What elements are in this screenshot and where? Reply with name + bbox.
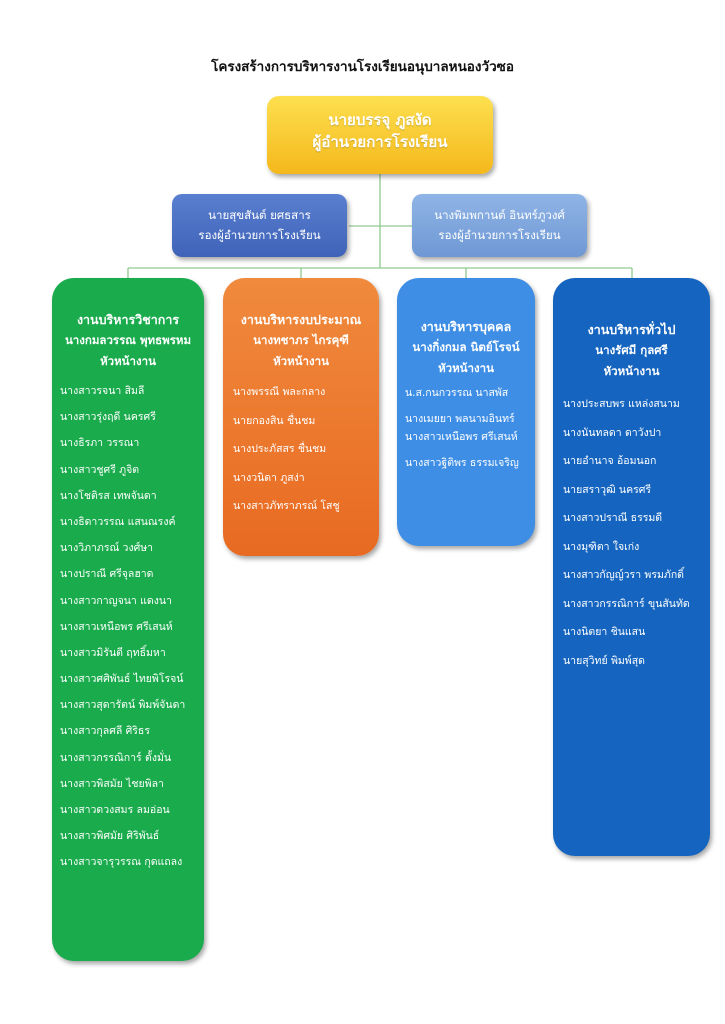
member-list: นางประสบพร แหล่งสนาม นางนันทลดา ดาวังปา … [553,390,710,675]
member-item: นางสาวกุลศลี ศิริธร [60,725,150,738]
member-item: นางพรรณี พละกลาง [233,386,326,398]
department-header: งานบริหารบุคคล นางกิ่งกมล นิตย์โรจน์ หัว… [397,278,535,379]
member-item: นางสาวพิศมัย ศิริพันธ์ [60,830,160,843]
director-name: นายบรรจุ ภูสงัด [328,111,432,129]
member-item: นางสาวรจนา สิมลี [60,385,145,397]
member-item: นางสาวดวงสมร ลมอ่อน [60,804,170,816]
member-item: นางวิภาภรณ์ วงศ์ษา [60,542,154,555]
department-lead-role: หัวหน้างาน [603,364,660,378]
member-item: นางมุฑิตา ใจเก่ง [563,540,640,553]
member-list: นางสาวรจนา สิมลี นางสาวรุ่งฤดี นครศรี นา… [52,378,204,876]
member-item: นางเมยยา พลนามอินทร์ นางสาวเหนือพร ศรีเส… [405,413,518,443]
member-item: นางสาวจารุวรรณ กุดแถลง [60,856,183,869]
member-item: นางธิดาวรรณ แสนณรงค์ [60,515,176,528]
deputy-role: รองผู้อำนวยการโรงเรียน [198,228,321,242]
deputy-director-box-2: นางพิมพกานต์ อินทร์ภูวงศ์ รองผู้อำนวยการ… [412,194,587,257]
member-item: นางสาวชูศรี ภูจิต [60,463,140,476]
department-lead: นางกมลวรรณ พุทธพรหม [64,333,192,347]
member-item: นายกองสิน ชื่นชม [233,414,316,427]
member-item: นางธิรภา วรรณา [60,437,140,450]
member-item: น.ส.กนกวรรณ นาสพัส [405,387,509,399]
deputy-name: นางพิมพกานต์ อินทร์ภูวงศ์ [434,208,565,222]
member-list: นางพรรณี พละกลาง นายกองสิน ชื่นชม นางประ… [223,378,379,521]
department-title: งานบริหารวิชาการ [76,312,180,327]
member-item: นางนิตยา ชินแสน [563,626,646,638]
department-lead-role: หัวหน้างาน [438,361,494,375]
department-general: งานบริหารทั่วไป นางรัศมี กุลศรี หัวหน้าง… [553,278,710,856]
department-lead: นางรัศมี กุลศรี [595,343,668,357]
department-budget: งานบริหารงบประมาณ นางทชาภร ไกรคุฑี หัวหน… [223,278,379,556]
member-list: น.ส.กนกวรรณ นาสพัส นางเมยยา พลนามอินทร์ … [397,384,535,472]
member-item: นางสาวพิสมัย ไชยพิลา [60,777,164,790]
department-lead-role: หัวหน้างาน [273,354,329,368]
member-item: นางสาวศศิพันธ์ ไทยพิโรจน์ [60,673,184,686]
deputy-role: รองผู้อำนวยการโรงเรียน [438,228,561,242]
department-lead: นางกิ่งกมล นิตย์โรจน์ [412,340,520,354]
deputy-director-box-1: นายสุขสันต์ ยศธสาร รองผู้อำนวยการโรงเรีย… [172,194,347,257]
member-item: นางวนิดา ภูสง่า [233,471,305,484]
member-item: นางสาวเหนือพร ศรีเสนห์ [60,620,173,633]
department-header: งานบริหารวิชาการ นางกมลวรรณ พุทธพรหม หัว… [52,278,204,372]
member-item: นางสาวฐิติพร ธรรมเจริญ [405,457,519,469]
member-item: นายสุวิทย์ พิมพ์สุด [563,654,645,667]
department-header: งานบริหารทั่วไป นางรัศมี กุลศรี หัวหน้าง… [553,278,710,382]
department-personnel: งานบริหารบุคคล นางกิ่งกมล นิตย์โรจน์ หัว… [397,278,535,546]
department-title: งานบริหารงบประมาณ [240,312,362,327]
department-header: งานบริหารงบประมาณ นางทชาภร ไกรคุฑี หัวหน… [223,278,379,372]
member-item: นางสาวกรรณิการ์ ตั้งมั่น [60,751,172,764]
member-item: นางประภัสสร ชื่นชม [233,443,327,455]
member-item: นางประสบพร แหล่งสนาม [563,398,680,410]
member-item: นายสราวุฒิ นครศรี [563,483,652,496]
member-item: นางสาวกาญจนา แดงนา [60,594,172,607]
director-box: นายบรรจุ ภูสงัด ผู้อำนวยการโรงเรียน [267,96,493,174]
member-item: นางสาวภัทราภรณ์ โสชู [233,500,340,512]
director-role: ผู้อำนวยการโรงเรียน [312,133,448,151]
department-lead: นางทชาภร ไกรคุฑี [253,333,349,347]
chart-title: โครงสร้างการบริหารงานโรงเรียนอนุบาลหนองว… [211,59,514,75]
department-lead-role: หัวหน้างาน [100,354,156,368]
member-item: นางสาวมิรันตี ฤทธิ์มหา [60,646,166,659]
department-academic: งานบริหารวิชาการ นางกมลวรรณ พุทธพรหม หัว… [52,278,204,961]
member-item: นางสาวกรรณิการ์ ขุนสันทัด [563,597,690,610]
deputy-name: นายสุขสันต์ ยศธสาร [208,208,311,222]
member-item: นางนันทลดา ดาวังปา [563,426,662,439]
department-title: งานบริหารทั่วไป [587,322,676,337]
member-item: นางสาวกัญญ์วรา พรมภักดิ์ [563,569,685,581]
department-title: งานบริหารบุคคล [420,319,512,334]
member-item: นางสาวรุ่งฤดี นครศรี [60,411,156,424]
member-item: นางปราณี ศรีจุลฮาด [60,568,154,581]
member-item: นางสาวปราณี ธรรมดี [563,512,663,524]
member-item: นางโชติรส เทพจันดา [60,489,157,502]
member-item: นางสาวสุดารัตน์ พิมพ์จันดา [60,699,186,712]
member-item: นายอำนาจ อ้อมนอก [563,455,657,467]
